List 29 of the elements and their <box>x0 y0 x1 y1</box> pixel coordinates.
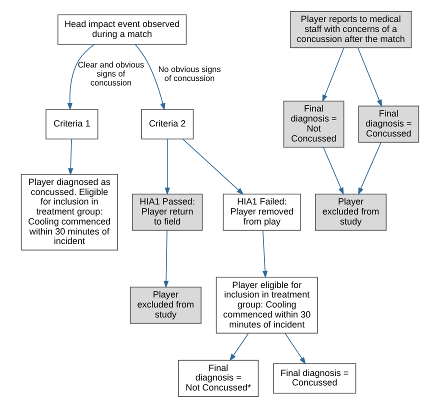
node-box: Head impact event observed during a match <box>58 14 187 45</box>
node-box: Player diagnosed as concussed. Eligible for inclusion in treatment group: Cooling commenced within 30 minutes of incident <box>20 174 118 250</box>
node-box: Final diagnosis = Not Concussed* <box>178 360 259 397</box>
arrow <box>164 138 170 196</box>
edge-label: No obvious signs of concussion <box>158 64 221 83</box>
node-box: Criteria 1 <box>46 108 98 140</box>
arrow <box>229 333 249 362</box>
arrow <box>322 47 344 102</box>
node-box: HIA1 Failed: Player removed from play <box>222 194 302 231</box>
node-box: Final diagnosis = Concussed <box>273 363 356 394</box>
node-box: Player excluded from study <box>315 194 387 231</box>
arrow <box>358 47 382 108</box>
node-box: Player reports to medical staff with concerns of a concussion after the match <box>290 11 412 48</box>
arrow <box>262 230 268 278</box>
node-box: Final diagnosis = Not Concussed <box>283 100 344 148</box>
arrow <box>134 44 166 111</box>
arrow <box>182 138 244 195</box>
arrow <box>322 146 344 196</box>
node-box: HIA1 Passed: Player return to field <box>132 194 203 231</box>
node-box: Player excluded from study <box>130 286 202 324</box>
node-box: Final diagnosis = Concussed <box>358 106 420 143</box>
arrow <box>284 333 306 365</box>
arrow <box>67 44 95 110</box>
arrow <box>68 138 74 176</box>
arrow <box>164 230 169 288</box>
arrow <box>358 142 382 196</box>
node-box: Criteria 2 <box>141 108 194 140</box>
node-box: Player eligible for inclusion in treatment group: Cooling commenced within 30 minutes of incident <box>216 276 318 334</box>
edge-label: Clear and obvious signs of concussion <box>78 60 144 88</box>
